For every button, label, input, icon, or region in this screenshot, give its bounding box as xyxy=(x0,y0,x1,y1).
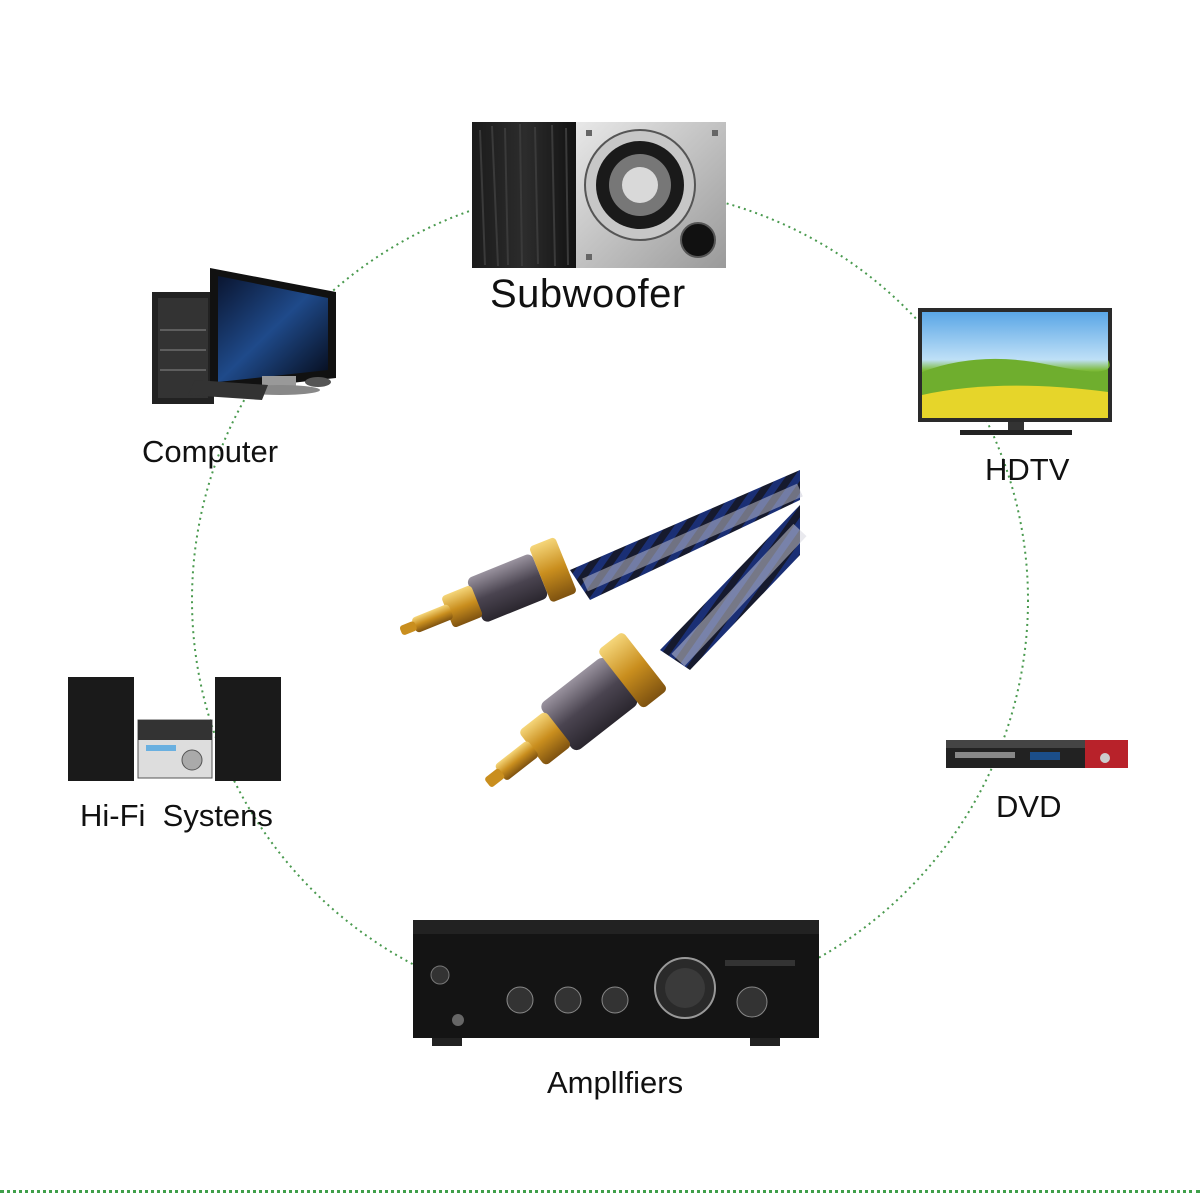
computer-label: Computer xyxy=(142,434,279,469)
amplifier-icon xyxy=(413,920,819,1046)
dvd-player-icon xyxy=(946,740,1128,768)
subwoofer-label: Subwoofer xyxy=(490,272,686,316)
bottom-divider xyxy=(0,1190,1200,1197)
hdtv-icon xyxy=(918,308,1112,435)
dvd-label: DVD xyxy=(996,789,1062,824)
rca-cable-icon xyxy=(399,470,807,787)
hdtv-label: HDTV xyxy=(985,452,1070,487)
hifi-label: Hi-Fi Systens xyxy=(80,798,273,833)
computer-icon xyxy=(152,268,336,404)
hifi-system-icon xyxy=(68,677,281,781)
subwoofer-icon xyxy=(472,122,726,268)
amplifier-label: Ampllfiers xyxy=(547,1065,684,1100)
